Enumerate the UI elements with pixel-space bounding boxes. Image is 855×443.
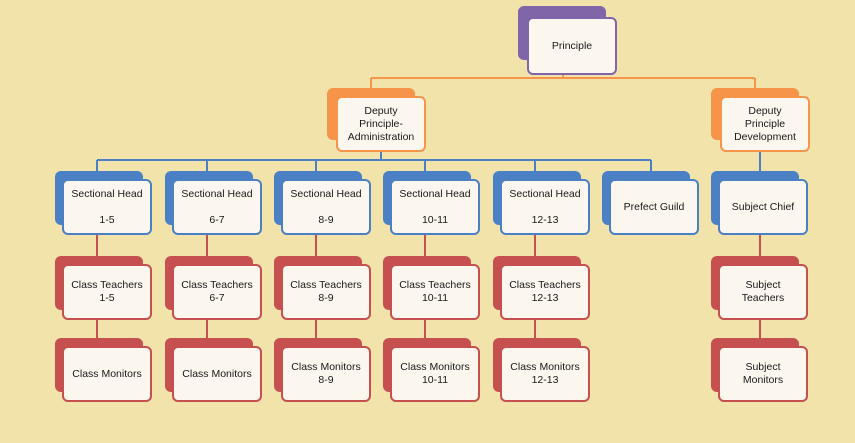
- node-label: Class Monitors: [62, 346, 152, 402]
- node-label: Class Monitors 10-11: [390, 346, 480, 402]
- node-label: Class Monitors: [172, 346, 262, 402]
- node-label: Class Monitors 8-9: [281, 346, 371, 402]
- node-label: Sectional Head 1-5: [62, 179, 152, 235]
- node-label: Deputy Principle Development: [720, 96, 810, 152]
- node-label: Sectional Head 10-11: [390, 179, 480, 235]
- node-label: Class Teachers 12-13: [500, 264, 590, 320]
- node-label: Class Monitors 12-13: [500, 346, 590, 402]
- node-label: Prefect Guild: [609, 179, 699, 235]
- node-label: Subject Teachers: [718, 264, 808, 320]
- node-label: Class Teachers 10-11: [390, 264, 480, 320]
- node-label: Subject Monitors: [718, 346, 808, 402]
- node-label: Class Teachers 1-5: [62, 264, 152, 320]
- node-label: Deputy Principle- Administration: [336, 96, 426, 152]
- node-label: Sectional Head 6-7: [172, 179, 262, 235]
- node-label: Class Teachers 6-7: [172, 264, 262, 320]
- node-label: Sectional Head 8-9: [281, 179, 371, 235]
- node-label: Sectional Head 12-13: [500, 179, 590, 235]
- node-label: Subject Chief: [718, 179, 808, 235]
- node-label: Principle: [527, 17, 617, 75]
- node-label: Class Teachers 8-9: [281, 264, 371, 320]
